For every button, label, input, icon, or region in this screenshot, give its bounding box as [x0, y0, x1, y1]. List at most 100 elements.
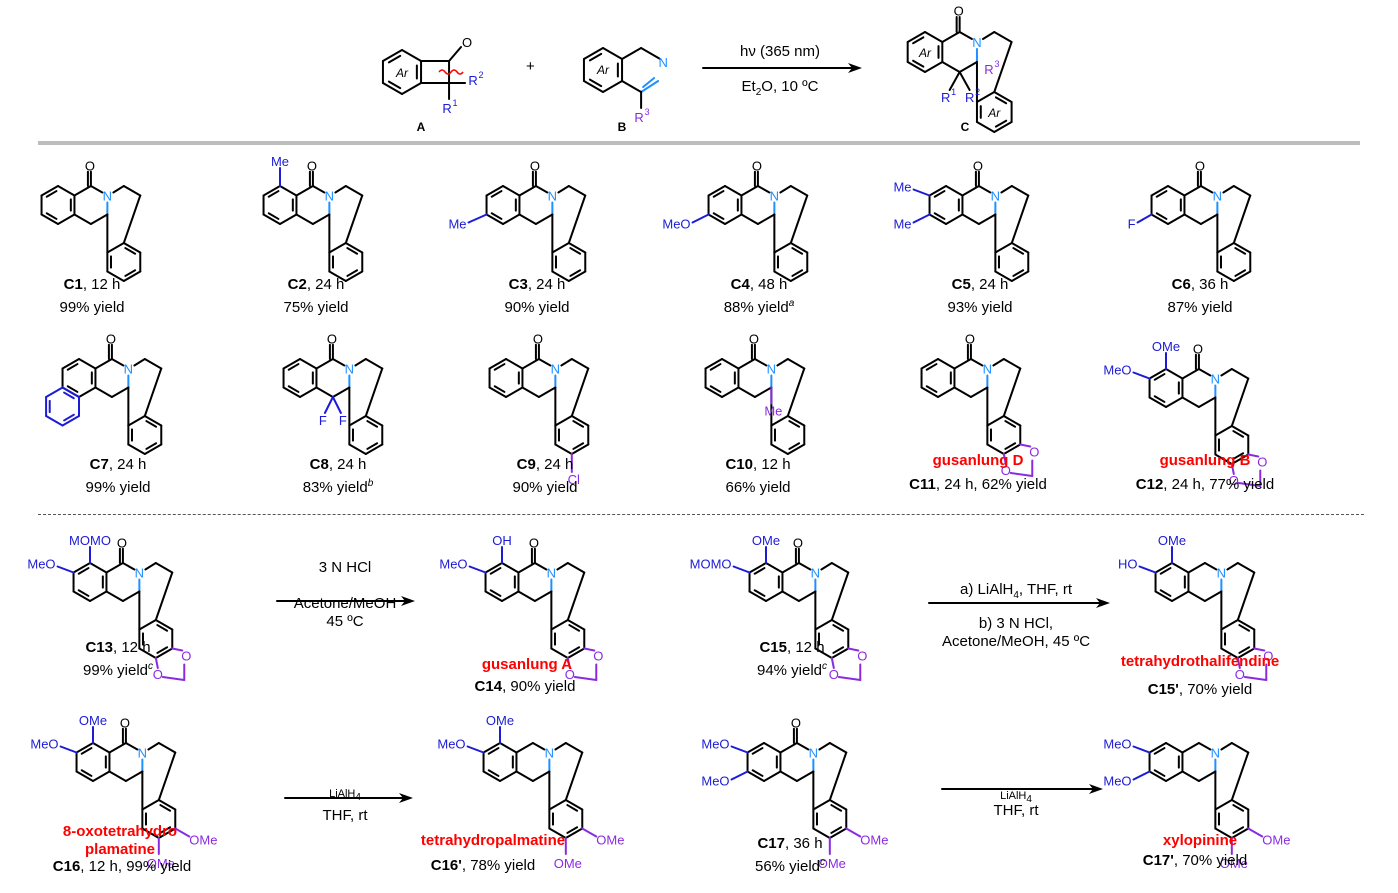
bond [147, 742, 160, 751]
nitrogen-atom: N [545, 746, 554, 761]
aromatic-ring-d [348, 443, 367, 455]
cleavage-wavy-bond [438, 69, 464, 75]
dioxole-bond [1230, 463, 1235, 475]
bond [1230, 377, 1250, 427]
aromatic-ring-d [346, 247, 359, 255]
amide-bond [969, 358, 984, 367]
amide-bond [121, 562, 136, 571]
bond [567, 185, 587, 197]
aromatic-ring-d [566, 647, 586, 659]
carbonyl-oxygen: O [1193, 341, 1203, 356]
amide-bond [124, 742, 139, 751]
r1-label: R [941, 90, 950, 105]
aromatic-ring-d [993, 121, 1013, 133]
aromatic-ring-d [1004, 442, 1017, 450]
aromatic-ring-a [78, 358, 97, 370]
bond [786, 367, 806, 417]
aromatic-ring-a [1153, 395, 1166, 403]
oxygen-atom: O [462, 35, 472, 50]
aromatic-ring-d [994, 270, 1013, 282]
aromatic-ring-d [154, 619, 174, 631]
carbonyl-oxygen: O [117, 535, 127, 550]
methyl-substituent: Me [448, 217, 466, 232]
step4-condition-bottom: THF, rt [993, 802, 1039, 819]
methyl-substituent-bond [912, 213, 931, 224]
aromatic-ring-d [366, 442, 379, 450]
bond [992, 358, 1005, 367]
methoxy-substituent: MeO [662, 217, 690, 232]
aromatic-ring-d [145, 420, 158, 428]
aromatic-ring-a [933, 190, 946, 198]
bond [1220, 368, 1233, 377]
aromatic-ring-d [832, 624, 845, 632]
aromatic-ring-d [570, 415, 590, 427]
bond [779, 742, 798, 754]
dioxole-oxygen: O [1235, 667, 1245, 682]
aromatic-ring-a [287, 363, 300, 371]
aromatic-ring-a [287, 385, 300, 393]
bond [364, 367, 384, 417]
bond [154, 562, 174, 574]
aromatic-ring-a [712, 212, 725, 220]
benzene-ring-a [401, 82, 423, 95]
methyl-substituent: Me [893, 217, 911, 232]
aromatic-ring-a [1154, 562, 1173, 574]
aromatic-ring-a [724, 185, 743, 197]
aromatic-ring-a [928, 213, 947, 225]
methyl-substituent: Me [271, 154, 289, 169]
aromatic-ring-d [1232, 242, 1252, 254]
aromatic-ring-d [156, 646, 169, 654]
bond [122, 185, 142, 197]
aromatic-ring-d [986, 415, 1005, 427]
bond [364, 358, 384, 370]
bond [1222, 185, 1235, 194]
dioxole-oxygen: O [1263, 649, 1273, 664]
bond [1181, 368, 1200, 380]
nitrogen-atom: N [1213, 189, 1222, 204]
aromatic-ring-d [554, 443, 573, 455]
aromatic-ring-d [1010, 242, 1030, 254]
aromatic-ring-a [279, 213, 298, 225]
fused-benzo-ring [45, 386, 64, 398]
aromatic-ring-a [484, 562, 503, 574]
bond [1236, 571, 1256, 621]
aromatic-ring-a [751, 747, 764, 755]
amide-bond [537, 358, 552, 367]
bond [737, 358, 756, 370]
bond [143, 367, 163, 417]
carbonyl-oxygen: O [973, 158, 983, 173]
aromatic-ring-a [501, 590, 520, 602]
aromatic-ring-a [721, 386, 740, 398]
caption-C11: C11, 24 h, 62% yield [909, 476, 1047, 493]
bond [1187, 562, 1206, 574]
bond [154, 571, 174, 621]
methoxy-substituent: OMe [752, 533, 780, 548]
bond [981, 31, 996, 40]
dioxole-bond [566, 657, 571, 669]
fluoro-bond [323, 396, 334, 414]
aromatic-ring-a [40, 185, 59, 197]
aromatic-ring-d [143, 415, 163, 427]
step2-condition-a: a) LiAlH4, THF, rt [960, 581, 1072, 601]
bond [1232, 185, 1252, 197]
dioxole-oxygen: O [1229, 473, 1239, 488]
nitrogen-atom: N [325, 189, 334, 204]
amide-bond [753, 358, 768, 367]
dioxole-oxygen: O [565, 667, 575, 682]
aromatic-ring-d [814, 647, 833, 659]
aromatic-ring-d [566, 804, 579, 812]
aromatic-ring-d [788, 442, 801, 450]
carbonyl-oxygen: O [529, 535, 539, 550]
aromatic-ring-a [490, 212, 503, 220]
aromatic-ring-d [568, 646, 581, 654]
step3-condition-bottom: THF, rt [322, 807, 368, 824]
aromatic-ring-d [1004, 420, 1017, 428]
aromatic-ring-d [548, 799, 567, 811]
bond [311, 213, 331, 225]
aromatic-ring-d [157, 827, 177, 839]
bond [797, 590, 817, 602]
aromatic-ring-d [830, 804, 843, 812]
bond [993, 31, 1013, 43]
